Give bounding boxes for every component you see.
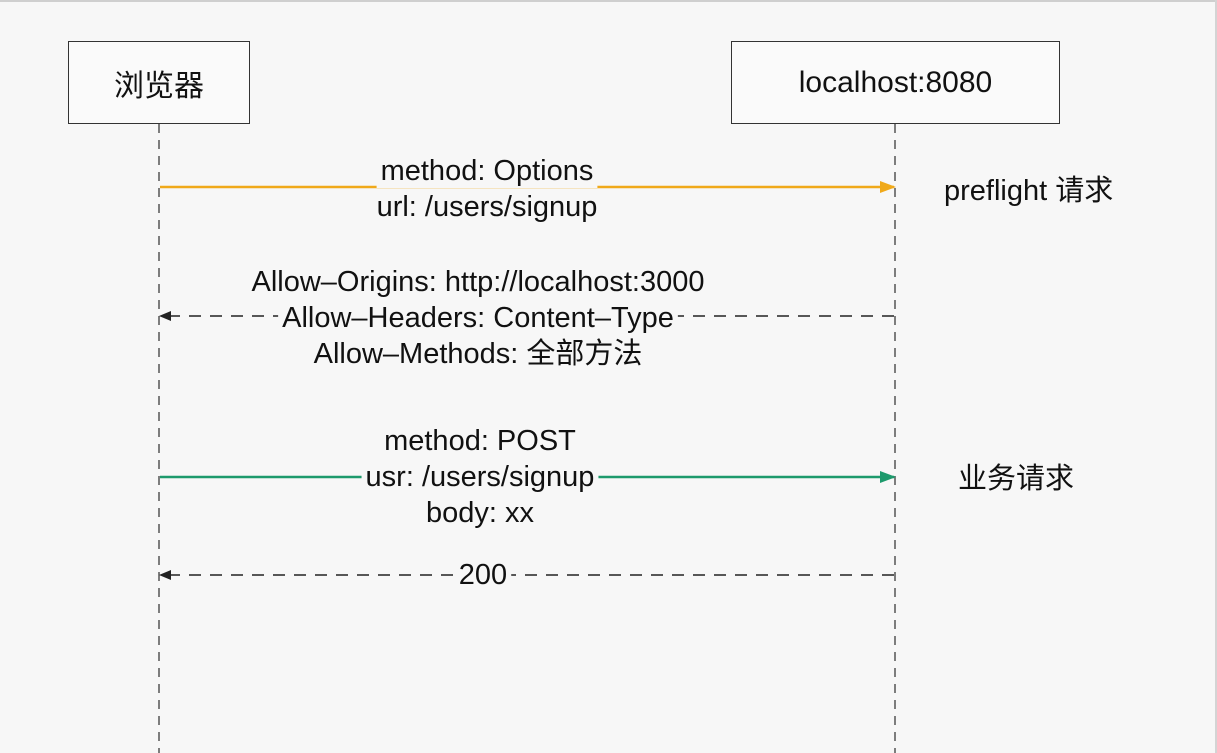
label-background: [361, 460, 599, 494]
label-background: [380, 424, 581, 458]
side-note-1: preflight 请求: [944, 174, 1113, 207]
actor-server-label: localhost:8080: [798, 65, 993, 99]
message-2-label-line: Allow–Methods: 全部方法: [314, 337, 643, 370]
label-background: [454, 558, 512, 592]
message-4-label-line: 200: [459, 559, 507, 591]
side-note-2: 业务请求: [958, 462, 1074, 495]
label-background: [422, 496, 539, 530]
message-2-label-line: Allow–Headers: Content–Type: [282, 302, 674, 334]
message-1-label-line: method: Options: [381, 155, 594, 187]
label-background: [376, 154, 598, 188]
label-background: [278, 301, 678, 335]
label-background: [372, 190, 602, 224]
message-4: 200: [159, 558, 894, 592]
message-3: method: POST usr: /users/signup body: xx: [160, 424, 896, 530]
message-3-label-line: method: POST: [384, 425, 576, 457]
label-background: [309, 336, 647, 371]
window-top-edge: [0, 0, 1217, 2]
message-3-label-line: usr: /users/signup: [366, 461, 595, 493]
message-1: method: Options url: /users/signup: [160, 154, 896, 224]
message-2: Allow–Origins: http://localhost:3000Allo…: [159, 265, 894, 371]
message-2-label-line: Allow–Origins: http://localhost:3000: [252, 266, 705, 298]
window-right-edge: [1215, 0, 1217, 753]
message-3-label-line: body: xx: [426, 497, 534, 529]
actor-server-box: localhost:8080: [731, 41, 1060, 124]
label-background: [247, 265, 709, 299]
actor-browser-label: 浏览器: [114, 69, 204, 103]
message-1-label-line: url: /users/signup: [377, 191, 598, 223]
actor-browser-box: 浏览器: [68, 41, 250, 124]
